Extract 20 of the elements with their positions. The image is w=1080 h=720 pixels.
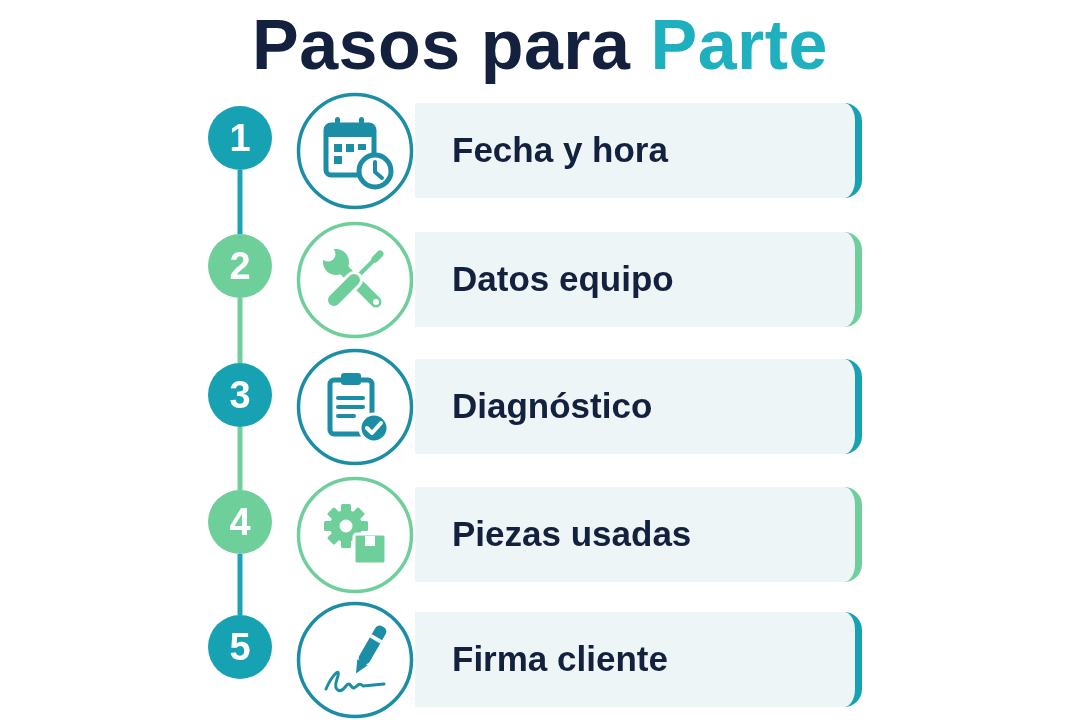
step-number-badge: 2: [208, 234, 272, 298]
connector-line: [237, 298, 243, 363]
step-number-badge: 1: [208, 106, 272, 170]
step-card: [415, 487, 862, 582]
connector-line: [237, 170, 243, 234]
step-label: Diagnóstico: [452, 386, 653, 427]
step-label: Datos equipo: [452, 259, 674, 300]
step-label: Firma cliente: [452, 639, 668, 680]
connector-line: [237, 554, 243, 615]
step-card: [415, 232, 862, 327]
step-number-badge: 4: [208, 490, 272, 554]
step-card: [415, 612, 862, 707]
step-number-badge: 5: [208, 615, 272, 679]
step-number-badge: 3: [208, 363, 272, 427]
step-label: Fecha y hora: [452, 130, 668, 171]
connector-line: [237, 427, 243, 490]
step-label: Piezas usadas: [452, 514, 692, 555]
title: Pasos para Parte: [251, 9, 829, 83]
step-card: [415, 103, 862, 198]
step-card: [415, 359, 862, 454]
